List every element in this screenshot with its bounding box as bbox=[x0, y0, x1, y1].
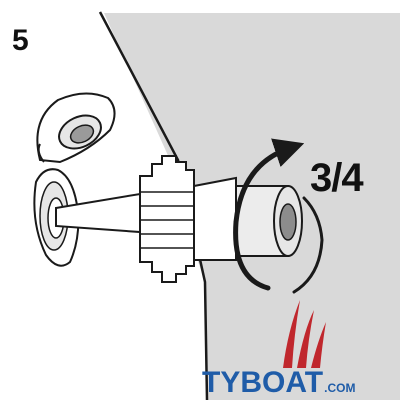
watermark-tld: .COM bbox=[324, 381, 356, 395]
gear-teeth-lines bbox=[140, 191, 194, 249]
watermark-name: TYBOAT bbox=[202, 366, 324, 399]
watermark: TYBOAT.COM bbox=[202, 366, 355, 400]
rotation-label: 3/4 bbox=[310, 156, 364, 200]
sail-logo-icon bbox=[283, 300, 326, 368]
front-cylinder bbox=[235, 185, 303, 257]
rotation-arrow-icon bbox=[233, 138, 305, 291]
gear-knob bbox=[139, 155, 195, 283]
step-number: 5 bbox=[12, 24, 29, 57]
fitting-body bbox=[193, 176, 237, 261]
hinged-cap bbox=[36, 92, 116, 164]
